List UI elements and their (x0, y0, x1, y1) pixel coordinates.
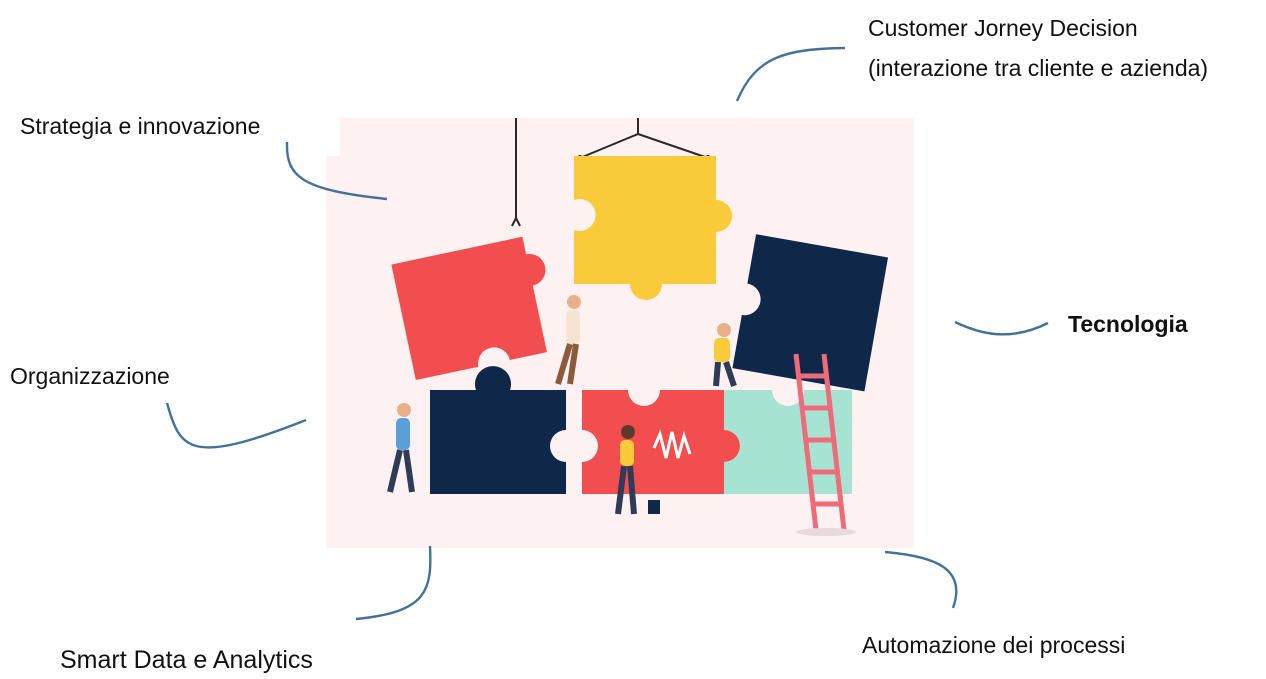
puzzle-teamwork-illustration (326, 118, 914, 548)
puzzle-piece-navy-tilted (732, 234, 889, 392)
label-strategia: Strategia e innovazione (20, 113, 261, 139)
label-tecnologia: Tecnologia (1068, 311, 1188, 337)
connector-customer (735, 46, 846, 102)
paint-bucket (648, 500, 660, 514)
label-smart-data: Smart Data e Analytics (60, 646, 313, 674)
person-sitting-yellow (713, 323, 737, 387)
puzzle-piece-red-tilted (391, 236, 547, 380)
connector-tecnologia (954, 320, 1049, 336)
puzzle-piece-mint-bottom (724, 390, 852, 494)
person-pushing-left (387, 403, 415, 493)
connector-automazione (884, 550, 958, 609)
person-lifting-red (555, 295, 581, 385)
puzzle-piece-yellow (574, 156, 732, 300)
person-painting (615, 425, 637, 515)
ladder (793, 353, 847, 531)
connector-organizzazione (165, 402, 307, 449)
puzzle-piece-navy-bottom (430, 366, 566, 494)
label-organizzazione: Organizzazione (10, 363, 170, 389)
label-customer-journey: Customer Jorney Decision (interazione tr… (868, 8, 1208, 88)
connector-smart-data (355, 545, 432, 621)
label-automazione: Automazione dei processi (862, 632, 1126, 658)
label-customer-line1: Customer Jorney Decision (868, 15, 1138, 41)
label-customer-line2: (interazione tra cliente e azienda) (868, 55, 1209, 81)
